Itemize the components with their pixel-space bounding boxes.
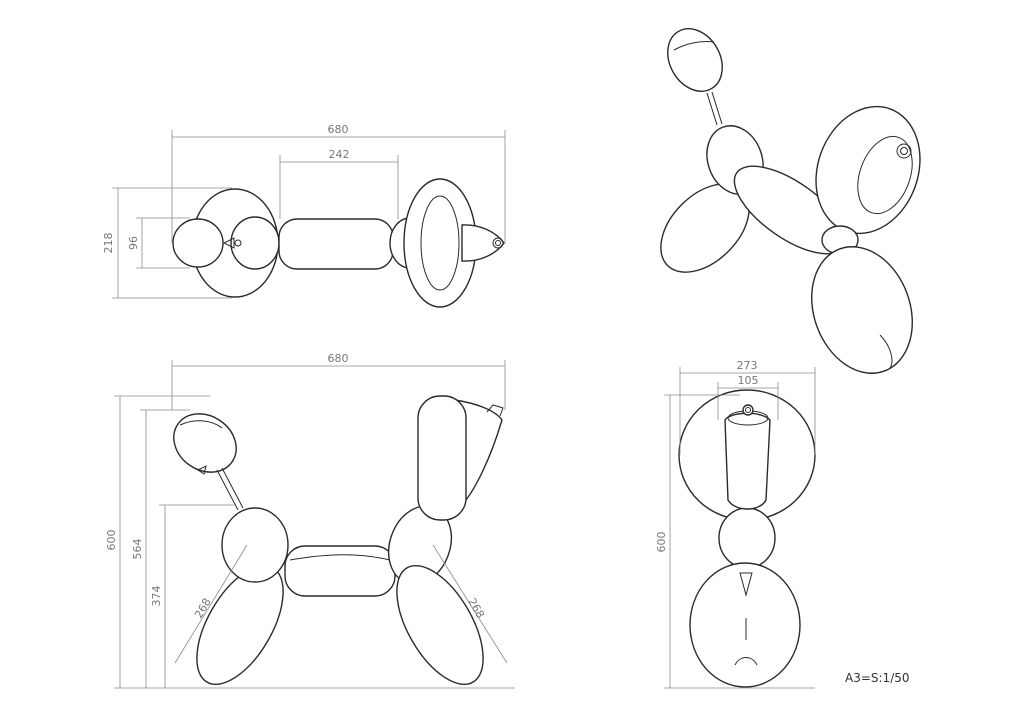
top-tail-width-label: 96 [127,236,140,250]
front-overall-width-label: 273 [737,359,758,372]
side-height-tail-label: 564 [131,539,144,560]
side-view: 680 600 564 374 268 268 [105,352,515,689]
side-height-total-label: 600 [105,530,118,551]
top-overall-length-label: 680 [328,123,349,136]
iso-view-drawing [660,28,921,374]
top-overall-width-label: 218 [102,233,115,254]
front-height-label: 600 [655,532,668,553]
top-body-length-label: 242 [329,148,350,161]
side-view-dimensions [114,360,515,689]
side-view-drawing [173,395,504,686]
side-overall-length-label: 680 [328,352,349,365]
front-head-width-label: 105 [738,374,759,387]
side-height-body-label: 374 [150,586,163,607]
scale-note: A3=S:1/50 [845,671,910,685]
top-view-drawing [172,178,505,308]
top-view: 680 242 218 96 [102,123,506,308]
top-view-dimensions [112,130,506,299]
front-view: 273 105 600 [655,359,816,689]
front-view-dimensions [664,367,816,689]
iso-view [660,28,921,374]
front-view-drawing [678,389,816,688]
